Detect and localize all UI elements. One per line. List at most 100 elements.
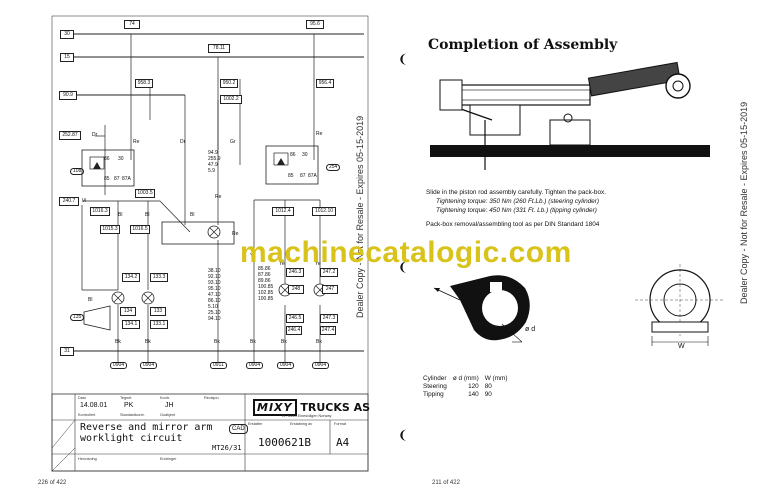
socket-label: 135 xyxy=(70,314,85,321)
left-page-number: 226 of 422 xyxy=(38,480,67,486)
wire-color: Re xyxy=(215,194,222,200)
connector-label: 1015.3 xyxy=(100,225,120,234)
table-header-row: Cylinder ø d (mm) W (mm) xyxy=(423,375,513,383)
connector-label: 958.3 xyxy=(135,79,153,88)
relay-pin: 30 xyxy=(302,152,308,158)
drawing-model: MT26/31 xyxy=(212,444,242,452)
side-notice-right: Dealer Copy - Not for Resale - Expires 0… xyxy=(739,101,749,304)
tb-date-label: Dato xyxy=(78,396,87,400)
connector-label: 246.3 xyxy=(286,268,304,277)
table-cell: 140 xyxy=(468,391,479,398)
table-cell: 80 xyxy=(484,383,492,390)
table-cell: Steering xyxy=(423,383,447,390)
connector-label: 246.5 xyxy=(286,314,304,323)
wire-color: Bk xyxy=(145,339,151,345)
side-notice-left: Dealer Copy - Not for Resale - Expires 0… xyxy=(355,115,365,318)
tool-illustration xyxy=(433,264,725,346)
ground-label: 0904 xyxy=(312,362,330,369)
connector-label: 246.4 xyxy=(286,326,302,335)
wiring-schematic xyxy=(51,15,369,472)
ground-label: 0904 xyxy=(140,362,158,369)
ref-box: 240.7 xyxy=(59,197,79,206)
relay-pin: 30 xyxy=(118,156,124,162)
watermark: machinecatalogic.com xyxy=(240,236,572,269)
relay-pin: 87 xyxy=(114,176,120,182)
wire-color: Bl xyxy=(88,297,93,303)
bus-label: 15 xyxy=(60,53,74,62)
table-header: Cylinder xyxy=(423,375,447,382)
connector-label: 247.3 xyxy=(320,314,338,323)
table-cell: 120 xyxy=(468,383,479,390)
wire-color: Bk xyxy=(115,339,121,345)
connector-label: 956.4 xyxy=(316,79,334,88)
relay-pin: 87A xyxy=(122,176,131,182)
wire-color: Bk xyxy=(250,339,256,345)
relay-pin: 86 xyxy=(104,156,110,162)
ref-box: 95.6 xyxy=(306,20,324,29)
wire-color: Bl xyxy=(145,212,150,218)
wire-color: Bk xyxy=(214,339,220,345)
connector-label: 247 xyxy=(322,285,338,294)
relay-pin: 87 xyxy=(300,173,306,179)
wire-color: Dr xyxy=(180,139,186,145)
tb-replaced-by-label: Erstatning av xyxy=(290,422,313,426)
relay-label-right: 254 xyxy=(326,164,341,171)
tb-revision-label: Revisjon xyxy=(204,396,219,400)
table-cell: 90 xyxy=(484,391,492,398)
tb-notes-label: Henvisning xyxy=(78,457,97,461)
table-row: Steering 120 80 xyxy=(423,383,513,391)
tb-approved-label: Godkjent xyxy=(160,413,176,417)
table-cell: Tipping xyxy=(423,391,444,398)
ground-label: 0904 xyxy=(110,362,128,369)
company-address: N - 6443 Elnesvågen Norway xyxy=(282,414,332,418)
company-logo: MIXY TRUCKS AS xyxy=(253,399,370,416)
tool-note: Pack-box removal/assembling tool as per … xyxy=(426,221,600,228)
wire-color: Dr xyxy=(92,132,98,138)
right-page-number: 211 of 422 xyxy=(432,480,460,486)
connector-label: 1003.5 xyxy=(135,189,155,198)
relay-pin: 87A xyxy=(308,173,317,179)
wire-color: Re xyxy=(316,131,323,137)
connector-label: 133.3 xyxy=(150,273,168,282)
relay-pin: 86 xyxy=(290,152,296,158)
instruction-text: Slide in the piston rod assembly careful… xyxy=(426,189,606,196)
tb-controlled-label: Kontrollert xyxy=(78,413,96,417)
wire-color: Re xyxy=(232,231,239,237)
connector-label: 134.1 xyxy=(122,320,140,329)
dim-d-label: ø d xyxy=(525,326,536,333)
wire-color: Ye xyxy=(250,253,256,259)
right-page: ❨ ❨ ❨ xyxy=(384,0,768,496)
tb-checked: JH xyxy=(165,402,174,409)
dim-w-label: W xyxy=(678,343,685,350)
connector-label: 1012.4 xyxy=(272,207,294,216)
relay-label-left: 108 xyxy=(70,168,85,175)
wire-color: Re xyxy=(133,139,140,145)
connector-label: 133.1 xyxy=(150,320,168,329)
wire-color: Vi xyxy=(82,198,87,204)
tb-checked-label: Kontr. xyxy=(160,396,170,400)
connector-label: 247.2 xyxy=(320,268,338,277)
wire-color: Bl xyxy=(118,212,123,218)
connector-label: 248 xyxy=(288,285,304,294)
connector-label: 134.2 xyxy=(122,273,140,282)
wire-color: Gr xyxy=(230,139,236,145)
tb-changes-label: Endringer xyxy=(160,457,177,461)
table-row: Tipping 140 90 xyxy=(423,391,513,399)
connector-label: 133 xyxy=(150,307,166,316)
ground-label: 0911 xyxy=(210,362,227,369)
connector-label: 247.4 xyxy=(320,326,336,335)
tb-drawn: PK xyxy=(124,402,134,409)
tb-replaces-label: Erstatter xyxy=(248,422,263,426)
connector-label: 1002.2 xyxy=(220,95,242,104)
tb-format-label: Format xyxy=(334,422,347,426)
table-header: ø d (mm) xyxy=(452,375,479,382)
ref-box: 74 xyxy=(124,20,140,29)
ground-label: 0904 xyxy=(246,362,264,369)
connector-label: 1016.3 xyxy=(90,207,110,216)
wire-color: Bk xyxy=(281,339,287,345)
connector-label: 950.2 xyxy=(220,79,238,88)
wire-color: Bk xyxy=(316,339,322,345)
